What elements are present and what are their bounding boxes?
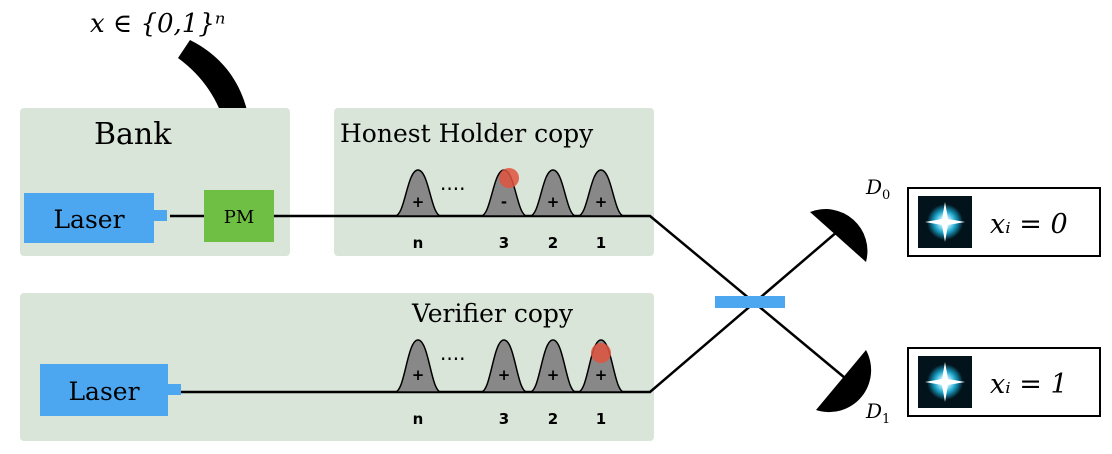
pulse-index: n xyxy=(413,234,424,252)
bank-title: Bank xyxy=(94,117,172,152)
pulse-sign: + xyxy=(498,366,511,384)
pulse-index: 2 xyxy=(548,234,558,252)
verifier-laser xyxy=(40,364,168,416)
output-box-1: xᵢ = 1 xyxy=(907,347,1101,417)
detector-d0 xyxy=(810,209,868,262)
verifier-marker xyxy=(591,343,611,363)
input-label: x ∈ {0,1}ⁿ xyxy=(90,9,225,39)
holder-marker xyxy=(499,168,519,188)
pulse-1 xyxy=(577,339,625,393)
pm-label: PM xyxy=(224,207,255,228)
phase-modulator xyxy=(204,190,274,242)
pulse-sign: + xyxy=(595,366,608,384)
verifier-laser-label: Laser xyxy=(68,377,139,406)
holder-panel xyxy=(334,108,654,256)
pulse-index: 3 xyxy=(499,234,509,252)
flash-star-icon xyxy=(925,202,965,242)
pulse-sign: + xyxy=(547,193,560,211)
output-box-0: xᵢ = 0 xyxy=(907,187,1101,257)
flash-star-icon xyxy=(925,362,965,402)
beam-splitter xyxy=(715,296,785,308)
pulse-dots: ···· xyxy=(440,177,465,201)
pulse-index: 1 xyxy=(596,234,606,252)
pulse-2 xyxy=(529,169,577,217)
verifier-panel xyxy=(20,293,654,441)
pulse-index: 2 xyxy=(548,410,558,428)
pulse-index: 1 xyxy=(596,410,606,428)
pulse-index: n xyxy=(413,410,424,428)
verifier-laser-port xyxy=(167,384,181,395)
pulse-2 xyxy=(529,339,577,393)
pulse-n xyxy=(394,339,442,393)
detector-d0-label: D0 xyxy=(865,175,890,203)
output-0-label: xᵢ = 0 xyxy=(990,209,1068,240)
pulse-sign: + xyxy=(595,193,608,211)
pulse-sign: - xyxy=(501,193,507,211)
verifier-title: Verifier copy xyxy=(411,299,574,328)
pulse-index: 3 xyxy=(499,410,509,428)
pulse-dots: ···· xyxy=(440,347,465,371)
pulse-3 xyxy=(480,339,528,393)
detector-d1 xyxy=(816,350,872,413)
pulse-sign: + xyxy=(412,366,425,384)
pulse-1 xyxy=(577,169,625,217)
bank-laser-port xyxy=(153,210,167,221)
pulse-sign: + xyxy=(412,193,425,211)
pulse-sign: + xyxy=(547,366,560,384)
output-1-label: xᵢ = 1 xyxy=(990,369,1068,400)
bottom-beam xyxy=(180,224,846,394)
holder-title: Honest Holder copy xyxy=(340,119,594,148)
detector-d1-label: D1 xyxy=(865,399,890,427)
top-beam xyxy=(170,214,846,379)
pulse-n xyxy=(394,169,442,217)
holder-pulse-train: + - + + ···· n 3 2 1 xyxy=(394,168,625,252)
bank-laser xyxy=(24,193,154,243)
bank-laser-label: Laser xyxy=(53,205,124,234)
verifier-pulse-train: + + + + ···· n 3 2 1 xyxy=(394,339,625,428)
